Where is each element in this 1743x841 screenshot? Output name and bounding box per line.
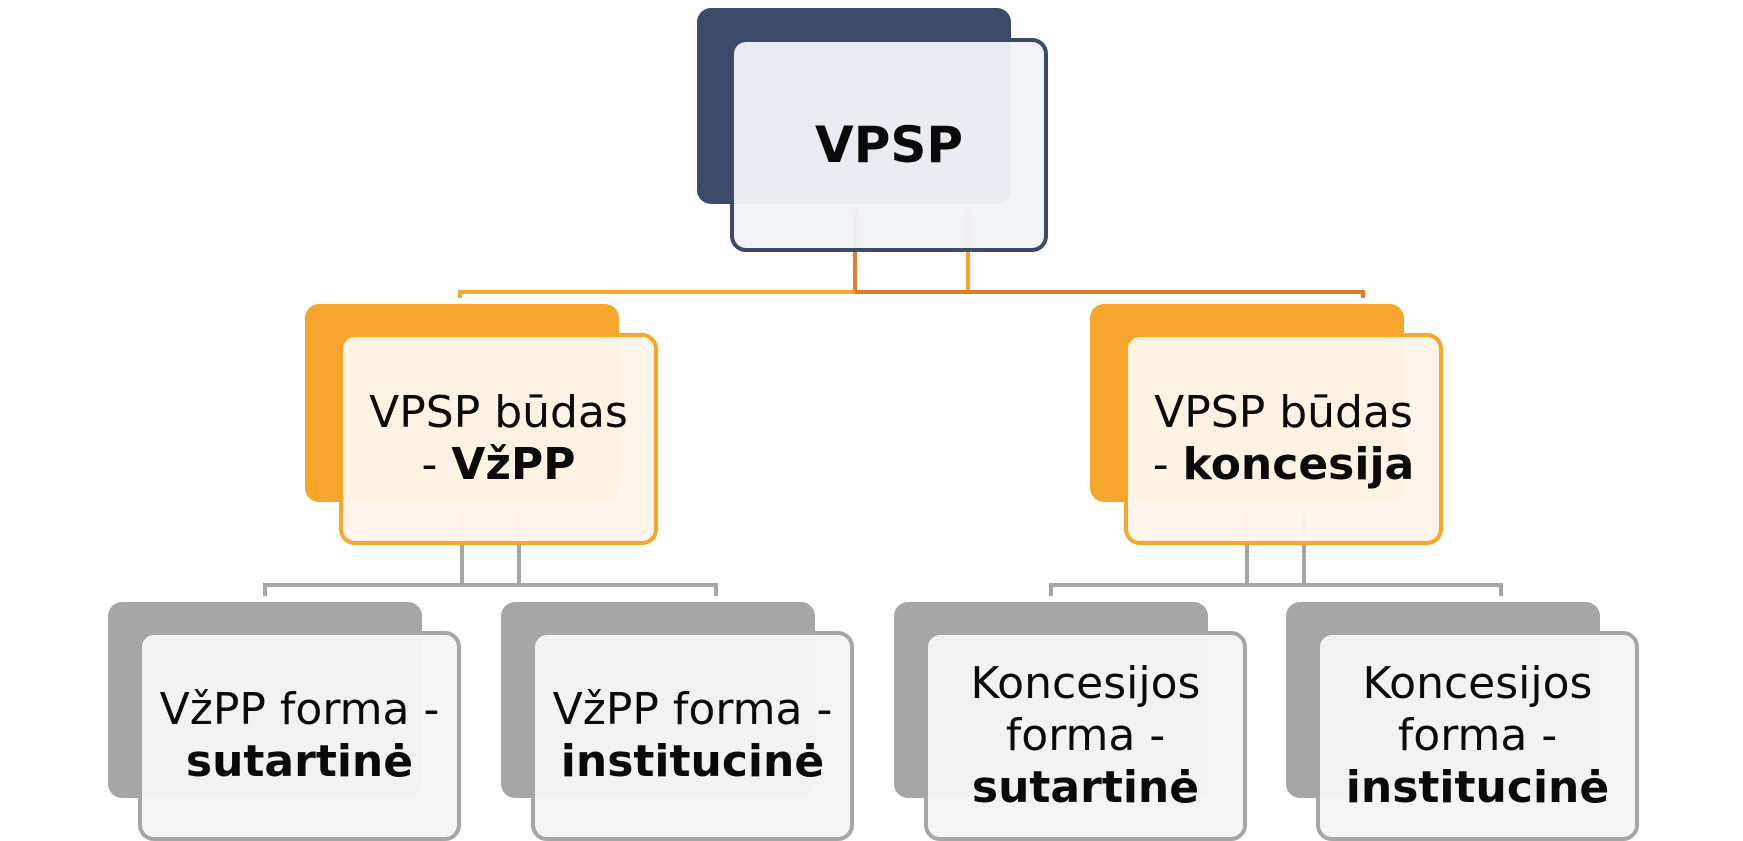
node-line1: VžPP forma - — [159, 684, 440, 735]
root-node-label: VPSP — [815, 116, 963, 174]
node-prefix: - — [1152, 439, 1183, 490]
node-box: VPSP būdas - koncesija — [1124, 333, 1443, 545]
node-line2: forma - — [1397, 710, 1558, 761]
node-text: Koncesijos forma - sutartinė — [971, 658, 1201, 814]
node-bold: sutartinė — [971, 762, 1200, 813]
node-line1: VPSP būdas — [1154, 387, 1413, 438]
node-line1: Koncesijos — [1362, 658, 1593, 709]
node-box: VžPP forma - institucinė — [531, 631, 854, 841]
node-line1: VPSP būdas — [369, 387, 628, 438]
node-text: VPSP būdas - koncesija — [1153, 387, 1414, 491]
root-node-box: VPSP — [730, 38, 1048, 252]
node-box: VPSP būdas - VžPP — [339, 333, 658, 545]
node-box: VžPP forma - sutartinė — [138, 631, 461, 841]
node-text: VžPP forma - sutartinė — [160, 684, 440, 788]
node-bold: VžPP — [451, 439, 576, 490]
node-text: VžPP forma - institucinė — [553, 684, 833, 788]
node-bold: koncesija — [1182, 439, 1415, 490]
node-text: VPSP būdas - VžPP — [369, 387, 628, 491]
node-bold: sutartinė — [185, 736, 414, 787]
node-bold: institucinė — [1345, 762, 1610, 813]
node-box: Koncesijos forma - sutartinė — [924, 631, 1247, 841]
node-prefix: - — [421, 439, 452, 490]
node-line2: forma - — [1005, 710, 1166, 761]
node-line1: VžPP forma - — [552, 684, 833, 735]
node-text: Koncesijos forma - institucinė — [1346, 658, 1609, 814]
node-line1: Koncesijos — [970, 658, 1201, 709]
node-bold: institucinė — [560, 736, 825, 787]
node-box: Koncesijos forma - institucinė — [1316, 631, 1639, 841]
